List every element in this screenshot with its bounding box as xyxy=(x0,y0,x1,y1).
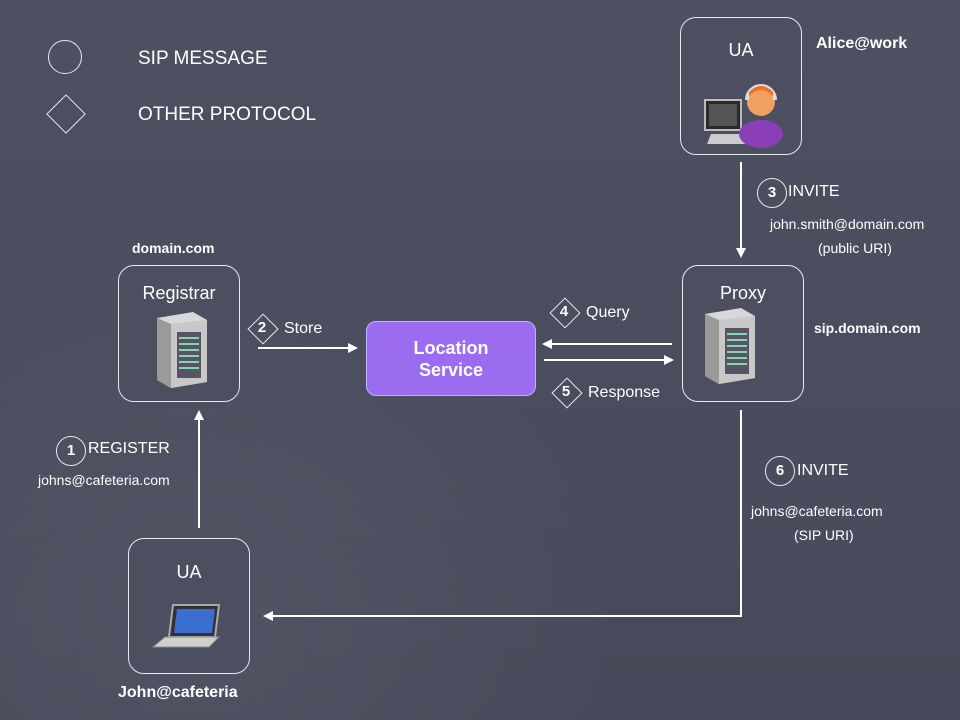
ua-john-node: UA xyxy=(128,538,250,674)
ua-john-title: UA xyxy=(176,562,202,582)
registrar-title: Registrar xyxy=(142,283,216,303)
legend-circle-icon xyxy=(48,40,82,74)
laptop-icon xyxy=(151,604,221,648)
registrar-node: Registrar xyxy=(118,265,240,402)
proxy-node: Proxy xyxy=(682,265,804,402)
registrar-domain-label: domain.com xyxy=(132,240,215,256)
location-service-line1: Location xyxy=(413,338,489,358)
step-3-detail: john.smith@domain.com xyxy=(770,216,925,232)
proxy-title: Proxy xyxy=(719,283,766,303)
step-2-num: 2 xyxy=(257,319,267,336)
step-6-label: INVITE xyxy=(797,462,849,479)
step-3-label: INVITE xyxy=(788,183,840,200)
location-service-node: Location Service xyxy=(366,321,536,396)
step-3-detail2: (public URI) xyxy=(818,240,892,256)
step-5-badge: 5 xyxy=(551,377,583,409)
step-6-detail: johns@cafeteria.com xyxy=(751,503,883,519)
arrow-invite-john xyxy=(263,410,742,621)
step-3-badge: 3 xyxy=(757,178,787,208)
step-2-label: Store xyxy=(284,320,323,337)
operator-computer-icon xyxy=(704,84,783,148)
alice-user-label: Alice@work xyxy=(816,35,908,52)
step-1-label: REGISTER xyxy=(88,440,170,457)
step-6-badge: 6 xyxy=(765,456,795,486)
step-1-badge: 1 xyxy=(56,436,86,466)
ua-alice-title: UA xyxy=(728,40,754,60)
step-4-num: 4 xyxy=(559,303,569,320)
proxy-domain-label: sip.domain.com xyxy=(814,320,921,336)
server-icon xyxy=(705,308,755,384)
step-5-label: Response xyxy=(588,384,661,401)
step-4-badge: 4 xyxy=(549,297,581,329)
john-user-label: John@cafeteria xyxy=(118,684,238,701)
location-service-line2: Service xyxy=(418,360,484,380)
step-4-label: Query xyxy=(586,304,630,321)
legend-sip-message-label: SIP MESSAGE xyxy=(138,48,268,69)
step-5-num: 5 xyxy=(561,383,571,400)
server-icon xyxy=(157,312,207,388)
legend-other-protocol-label: OTHER PROTOCOL xyxy=(138,104,317,125)
step-1-detail: johns@cafeteria.com xyxy=(38,472,170,488)
step-6-detail2: (SIP URI) xyxy=(794,527,854,543)
step-2-badge: 2 xyxy=(247,313,279,345)
ua-alice-node: UA xyxy=(680,17,802,155)
